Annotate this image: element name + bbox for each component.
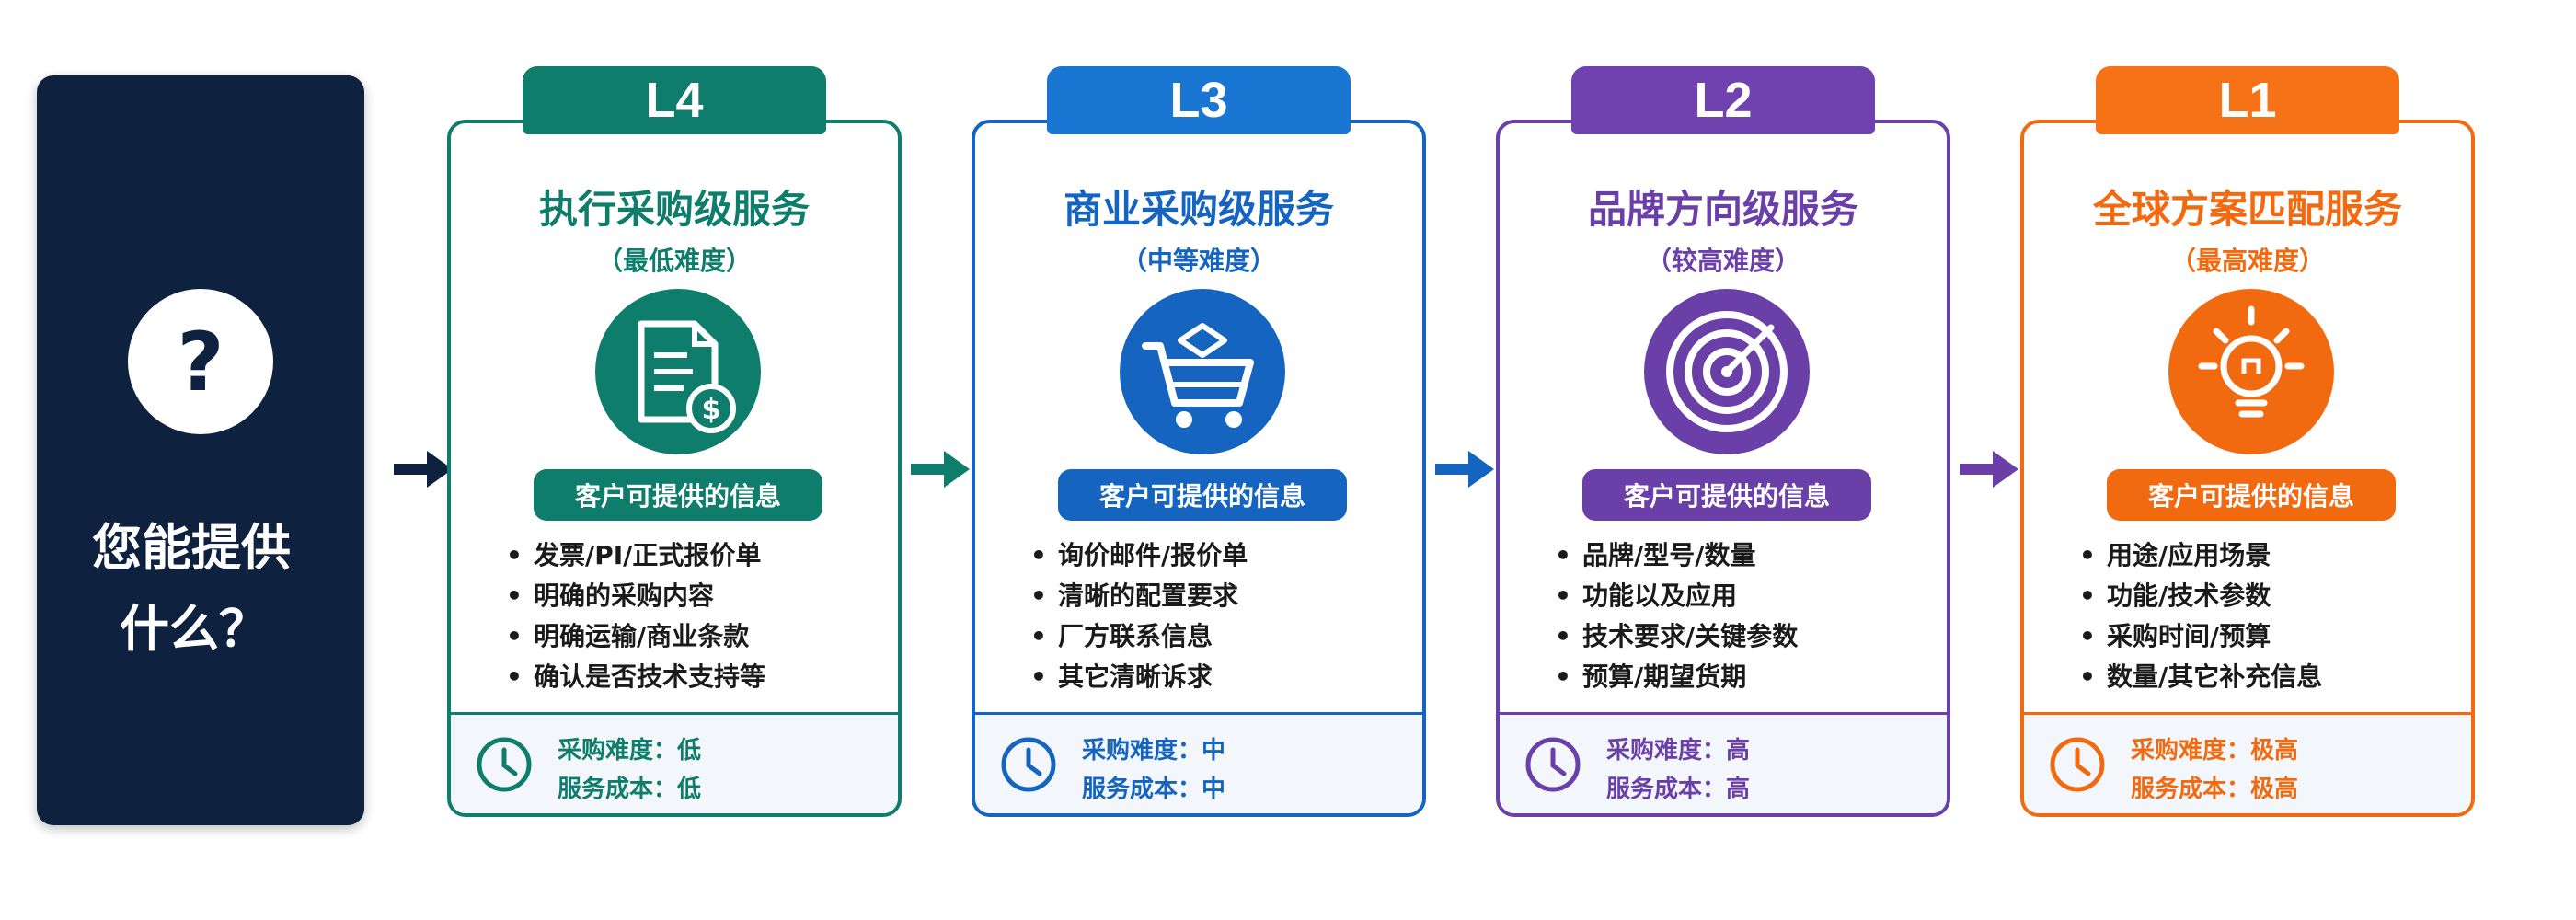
cost-text: 服务成本：极高 — [2131, 776, 2299, 803]
card-footer: 采购难度：高 服务成本：高 — [1500, 712, 1947, 813]
target-icon — [1644, 289, 1810, 454]
clock-icon — [477, 737, 532, 792]
info-label: 客户可提供的信息 — [1582, 469, 1871, 521]
list-item: 数量/其它补充信息 — [2079, 657, 2322, 697]
card-subtitle: （中等难度） — [1121, 246, 1276, 276]
list-item: 发票/PI/正式报价单 — [506, 535, 765, 576]
card-subtitle: （最高难度） — [2169, 246, 2325, 276]
list-item: 功能以及应用 — [1555, 576, 1798, 616]
card-footer: 采购难度：中 服务成本：中 — [975, 712, 1422, 813]
list-item: 其它清晰诉求 — [1030, 657, 1248, 697]
list-item: 明确运输/商业条款 — [506, 616, 765, 657]
info-label: 客户可提供的信息 — [2107, 469, 2396, 521]
card-title: 全球方案匹配服务 — [2092, 187, 2402, 232]
card-footer: 采购难度：低 服务成本：低 — [451, 712, 898, 813]
left-title-line1: 您能提供 — [92, 519, 291, 577]
arrow-right-icon — [394, 451, 453, 488]
left-panel: ? 您能提供 什么？ — [37, 75, 364, 825]
level-tab-l1: L1 — [2096, 66, 2399, 134]
list-item: 确认是否技术支持等 — [506, 657, 765, 697]
cost-text: 服务成本：高 — [1606, 776, 1751, 803]
card-subtitle: （最低难度） — [596, 246, 752, 276]
svg-text:$: $ — [702, 394, 721, 426]
info-list: 品牌/型号/数量 功能以及应用 技术要求/关键参数 预算/期望货期 — [1555, 535, 1798, 697]
card-title: 执行采购级服务 — [538, 187, 810, 232]
left-panel-title: 您能提供 什么？ — [92, 508, 350, 670]
arrow-right-icon — [1960, 451, 2018, 488]
info-label: 客户可提供的信息 — [1058, 469, 1347, 521]
cost-text: 服务成本：低 — [558, 776, 702, 803]
list-item: 用途/应用场景 — [2079, 535, 2322, 576]
list-item: 清晰的配置要求 — [1030, 576, 1248, 616]
service-card-l4: 执行采购级服务 （最低难度） $ 客户可提供的信息 发票/PI/正式报价单 明确… — [447, 120, 902, 817]
service-card-l2: 品牌方向级服务 （较高难度） 客户可提供的信息 品牌/型号/数量 功能以及应用 … — [1496, 120, 1950, 817]
card-subtitle: （较高难度） — [1645, 246, 1800, 276]
arrow-right-icon — [1435, 451, 1494, 488]
info-list: 询价邮件/报价单 清晰的配置要求 厂方联系信息 其它清晰诉求 — [1030, 535, 1248, 697]
cost-text: 服务成本：中 — [1082, 776, 1226, 803]
level-tab-l4: L4 — [523, 66, 826, 134]
clock-icon — [2050, 737, 2105, 792]
list-item: 采购时间/预算 — [2079, 616, 2322, 657]
service-card-l1: 全球方案匹配服务 （最高难度） 客户可提供的信息 用途/应用场景 功能/技术参数… — [2020, 120, 2475, 817]
info-label: 客户可提供的信息 — [534, 469, 822, 521]
list-item: 询价邮件/报价单 — [1030, 535, 1248, 576]
info-list: 用途/应用场景 功能/技术参数 采购时间/预算 数量/其它补充信息 — [2079, 535, 2322, 697]
difficulty-text: 采购难度：低 — [558, 737, 702, 765]
document-dollar-icon: $ — [595, 289, 761, 454]
list-item: 功能/技术参数 — [2079, 576, 2322, 616]
difficulty-text: 采购难度：高 — [1606, 737, 1751, 765]
list-item: 技术要求/关键参数 — [1555, 616, 1798, 657]
list-item: 明确的采购内容 — [506, 576, 765, 616]
list-item: 预算/期望货期 — [1555, 657, 1798, 697]
lightbulb-icon — [2168, 289, 2334, 454]
list-item: 厂方联系信息 — [1030, 616, 1248, 657]
list-item: 品牌/型号/数量 — [1555, 535, 1798, 576]
card-footer: 采购难度：极高 服务成本：极高 — [2024, 712, 2471, 813]
left-title-line2: 什么？ — [120, 600, 269, 658]
question-mark-icon: ? — [128, 289, 273, 434]
info-list: 发票/PI/正式报价单 明确的采购内容 明确运输/商业条款 确认是否技术支持等 — [506, 535, 765, 697]
level-tab-l2: L2 — [1571, 66, 1875, 134]
level-tab-l3: L3 — [1047, 66, 1351, 134]
difficulty-text: 采购难度：极高 — [2131, 737, 2299, 765]
difficulty-text: 采购难度：中 — [1082, 737, 1226, 765]
service-card-l3: 商业采购级服务 （中等难度） 客户可提供的信息 询价邮件/报价单 清晰的配置要求… — [972, 120, 1426, 817]
shopping-cart-icon — [1120, 289, 1285, 454]
clock-icon — [1525, 737, 1581, 792]
card-title: 品牌方向级服务 — [1587, 187, 1858, 232]
arrow-right-icon — [911, 451, 970, 488]
card-title: 商业采购级服务 — [1063, 187, 1334, 232]
clock-icon — [1001, 737, 1056, 792]
